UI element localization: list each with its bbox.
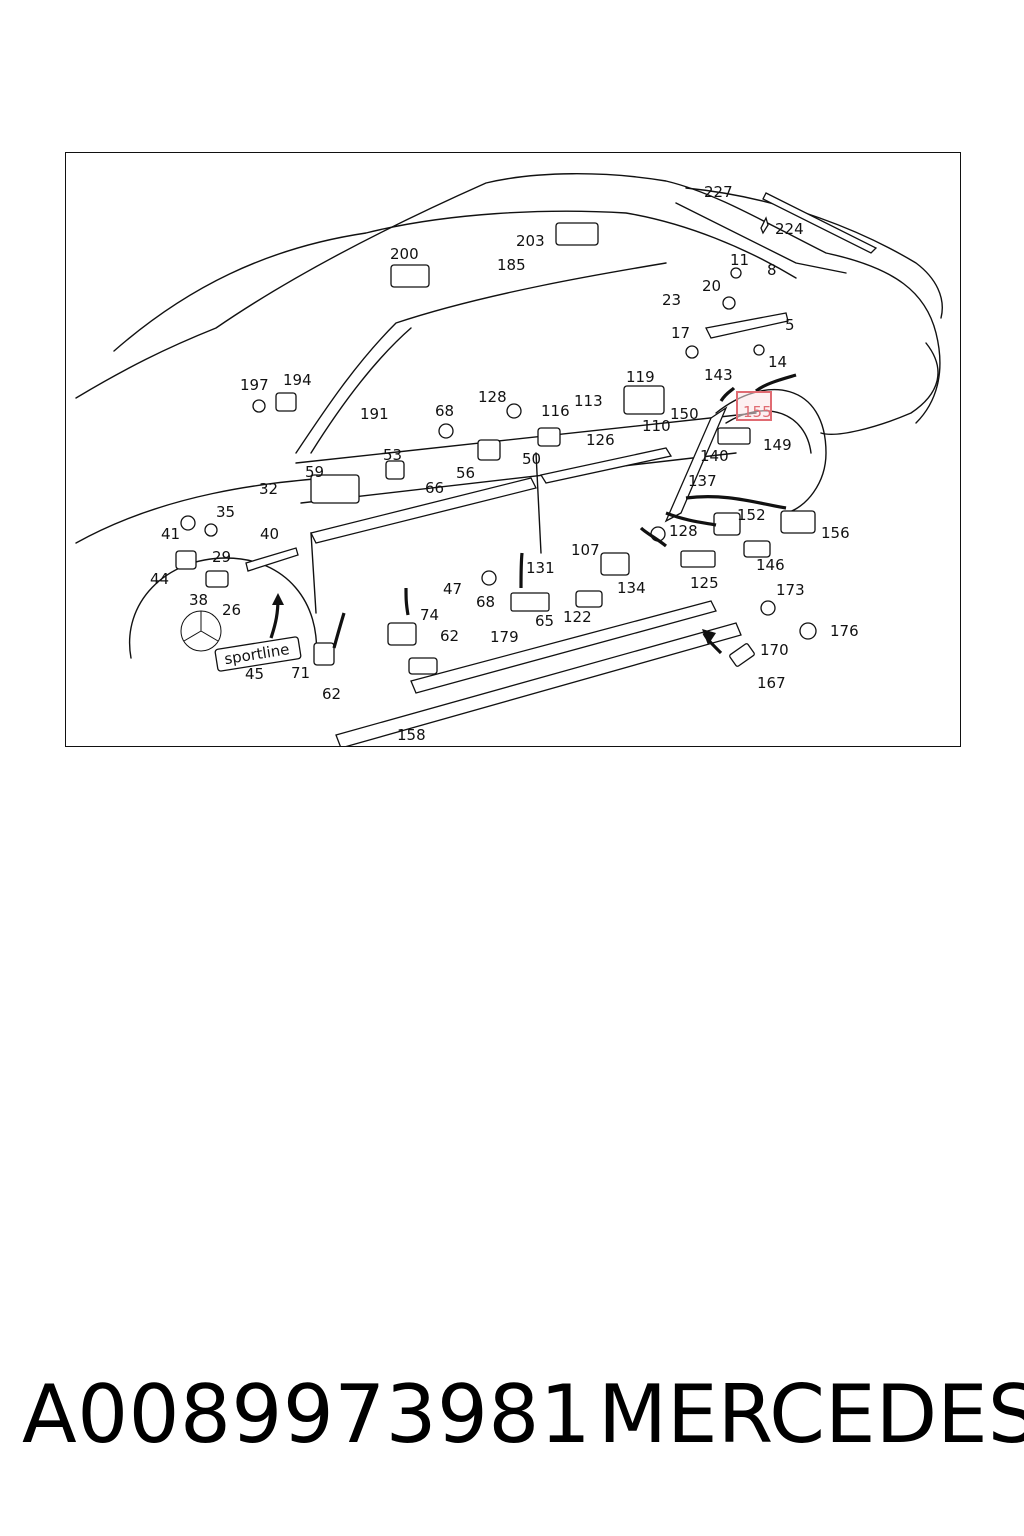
callout-128-bottom: 128 [669,522,698,540]
callout-44: 44 [150,570,169,588]
callout-173: 173 [776,581,805,599]
callout-5: 5 [785,316,795,334]
callout-labels: 227 224 200 203 185 11 8 20 23 5 17 14 1… [150,183,859,744]
callout-116: 116 [541,402,570,420]
callout-47: 47 [443,580,462,598]
callout-113: 113 [574,392,603,410]
callout-26: 26 [222,601,241,619]
callout-176: 176 [830,622,859,640]
callout-65: 65 [535,612,554,630]
callout-68-bottom: 68 [476,593,495,611]
callout-35: 35 [216,503,235,521]
callout-45: 45 [245,665,264,683]
callout-203: 203 [516,232,545,250]
callout-197: 197 [240,376,269,394]
callout-17: 17 [671,324,690,342]
callout-41: 41 [161,525,180,543]
callout-56: 56 [456,464,475,482]
callout-40: 40 [260,525,279,543]
callout-107: 107 [571,541,600,559]
callout-224: 224 [775,220,804,238]
callout-29: 29 [212,548,231,566]
callout-167: 167 [757,674,786,692]
callout-38: 38 [189,591,208,609]
callout-74: 74 [420,606,439,624]
car-body-outline-drawing: sportline 227 224 200 203 185 11 8 20 23… [75,173,943,746]
callout-62-top: 62 [440,627,459,645]
callout-194: 194 [283,371,312,389]
callout-227: 227 [704,183,733,201]
callout-110: 110 [642,417,671,435]
callout-23: 23 [662,291,681,309]
callout-66: 66 [425,479,444,497]
part-number: A0089973981 [22,1368,592,1461]
callout-53: 53 [383,446,402,464]
moldings [245,192,878,746]
callout-185: 185 [497,256,526,274]
car-outline [75,173,943,659]
parts-diagram: sportline 227 224 200 203 185 11 8 20 23… [65,152,961,747]
callout-68-top: 68 [435,402,454,420]
callout-62-bottom: 62 [322,685,341,703]
callout-150: 150 [670,405,699,423]
callout-152: 152 [737,506,766,524]
callout-122: 122 [563,608,592,626]
callout-50: 50 [522,450,541,468]
callout-59: 59 [305,463,324,481]
callout-179: 179 [490,628,519,646]
highlight-box-155 [736,391,772,421]
callout-134: 134 [617,579,646,597]
callout-156: 156 [821,524,850,542]
callout-20: 20 [702,277,721,295]
callout-128-top: 128 [478,388,507,406]
callout-146: 146 [756,556,785,574]
callout-155-highlighted: 155 [743,403,772,421]
callout-71: 71 [291,664,310,682]
callout-125: 125 [690,574,719,592]
callout-140: 140 [700,447,729,465]
callout-170: 170 [760,641,789,659]
callout-32: 32 [259,480,278,498]
arrows [269,373,797,655]
callout-143: 143 [704,366,733,384]
callout-8: 8 [767,261,777,279]
fasteners [175,222,817,675]
callout-131: 131 [526,559,555,577]
callout-14: 14 [768,353,787,371]
callout-119: 119 [626,368,655,386]
callout-11: 11 [730,251,749,269]
callout-158: 158 [397,726,426,744]
callout-126: 126 [586,431,615,449]
callout-137: 137 [688,472,717,490]
callout-191: 191 [360,405,389,423]
callout-200: 200 [390,245,419,263]
footer-caption: A0089973981 MERCEDES [0,1368,1024,1468]
brand-name: MERCEDES [598,1368,1024,1461]
callout-149: 149 [763,436,792,454]
